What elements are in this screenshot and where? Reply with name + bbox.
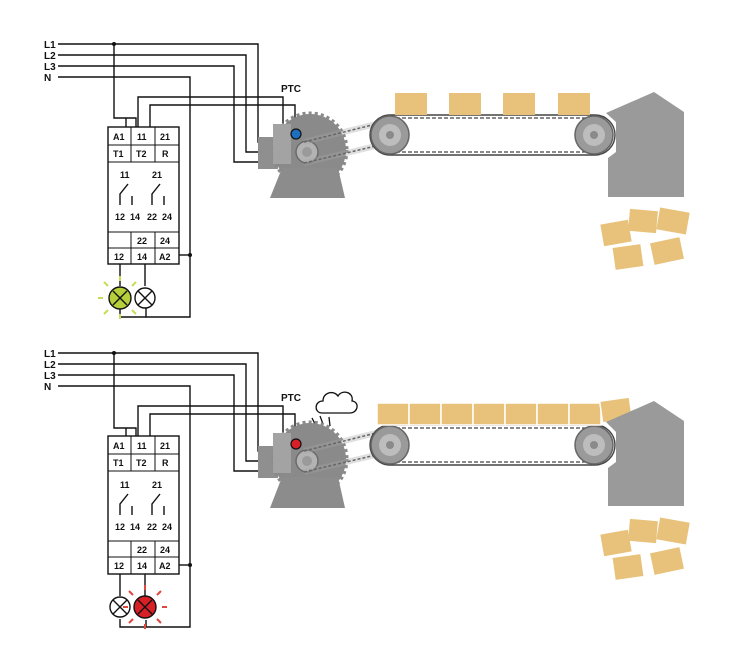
fallen-boxes (600, 517, 690, 580)
terminal-a2: A2 (159, 252, 171, 262)
terminal-22: 22 (137, 545, 147, 555)
terminal-a1: A1 (113, 132, 125, 142)
terminal-t2: T2 (136, 149, 147, 159)
switch-24-label: 24 (162, 212, 172, 222)
line-label-l1: L1 (44, 40, 56, 51)
switch-12-label: 12 (115, 212, 125, 222)
lamp-fault-lit (123, 585, 167, 629)
ptc-label: PTC (281, 393, 301, 404)
terminal-14: 14 (137, 561, 147, 571)
boxes-on-belt (395, 93, 590, 115)
terminal-11: 11 (137, 132, 147, 142)
switch-22-label: 22 (147, 522, 157, 532)
terminal-11: 11 (137, 441, 147, 451)
contact-11-symbol (119, 183, 133, 205)
terminal-t1: T1 (113, 149, 124, 159)
switch-21-label: 21 (152, 480, 162, 490)
conveyor-belt (369, 424, 616, 466)
line-label-l1: L1 (44, 349, 56, 360)
contact-21-symbol (151, 493, 165, 515)
motor (258, 111, 349, 198)
line-label-n: N (44, 382, 51, 393)
ptc-label: PTC (281, 84, 301, 95)
line-label-n: N (44, 73, 51, 84)
terminal-r: R (162, 458, 169, 468)
switch-22-label: 22 (147, 212, 157, 222)
lamp-ok-off (109, 596, 131, 618)
smoke-cloud-icon (311, 391, 358, 427)
terminal-24: 24 (160, 236, 170, 246)
switch-21-label: 21 (152, 170, 162, 180)
terminal-21: 21 (160, 441, 170, 451)
supply-wires (58, 352, 296, 628)
ptc-sensor-overheat (290, 438, 302, 450)
hopper (606, 401, 684, 506)
terminal-12: 12 (114, 252, 124, 262)
terminal-r: R (162, 149, 169, 159)
terminal-12: 12 (114, 561, 124, 571)
switch-12-label: 12 (115, 522, 125, 532)
terminal-14: 14 (137, 252, 147, 262)
switch-11-label: 11 (120, 480, 130, 490)
line-label-l3: L3 (44, 62, 56, 73)
terminal-a1: A1 (113, 441, 125, 451)
line-label-l2: L2 (44, 51, 56, 62)
terminal-t2: T2 (136, 458, 147, 468)
line-label-l3: L3 (44, 371, 56, 382)
terminal-22: 22 (137, 236, 147, 246)
fallen-boxes (600, 207, 690, 270)
hopper (606, 92, 684, 197)
boxes-jammed (376, 396, 634, 426)
switch-14-label: 14 (130, 522, 140, 532)
motor (258, 420, 349, 508)
lamp-fault-off (134, 287, 156, 309)
panel-normal: L1 L2 L3 N (44, 40, 690, 319)
terminal-24: 24 (160, 545, 170, 555)
ptc-sensor-normal (290, 128, 302, 140)
contact-21-symbol (151, 183, 165, 205)
lamp-ok-lit (98, 276, 142, 319)
switch-14-label: 14 (130, 212, 140, 222)
switch-11-label: 11 (120, 170, 130, 180)
terminal-a2: A2 (159, 561, 171, 571)
switch-24-label: 24 (162, 522, 172, 532)
relay-module: A1 11 21 T1 T2 R 11 21 12 14 22 24 22 24… (107, 435, 180, 575)
line-label-l2: L2 (44, 360, 56, 371)
conveyor-belt (369, 114, 616, 156)
terminal-t1: T1 (113, 458, 124, 468)
panel-overheat: L1 L2 L3 N A1 (44, 349, 690, 629)
contact-11-symbol (119, 493, 133, 515)
relay-module: A1 11 21 T1 T2 R 11 21 12 14 22 24 22 24… (107, 126, 180, 265)
terminal-21: 21 (160, 132, 170, 142)
